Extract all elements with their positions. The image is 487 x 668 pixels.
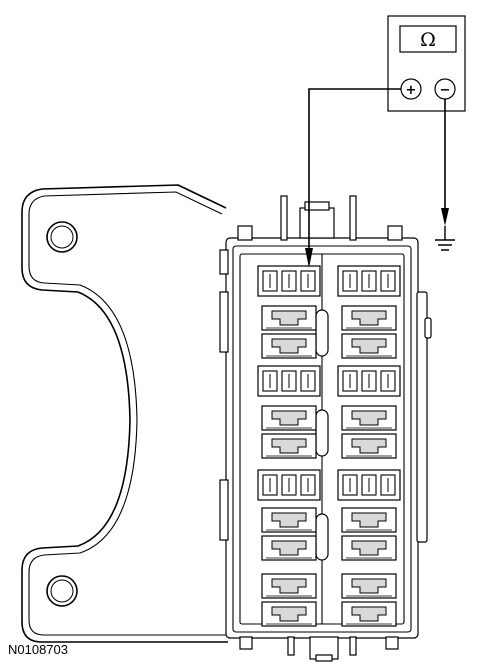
fuse-blade [351, 310, 387, 326]
ohmmeter: Ω + − [387, 15, 466, 112]
fuse-blade [351, 540, 387, 556]
bracket-inner-edge [28, 191, 226, 636]
fuse-blade [271, 410, 307, 426]
fuse-cells [257, 265, 401, 627]
fuse-blade [271, 512, 307, 528]
negative-terminal-label: − [440, 83, 451, 98]
fuse-blade [351, 606, 387, 622]
fuse-blade [351, 338, 387, 354]
fuse-blade [271, 438, 307, 454]
meter-display [399, 25, 457, 53]
fuse-blade [271, 606, 307, 622]
fuse-blade [351, 578, 387, 594]
positive-terminal-label: + [406, 83, 417, 98]
fuse-cell [341, 433, 397, 459]
figure-id: N0108703 [8, 642, 68, 657]
negative-probe-tip [441, 208, 449, 226]
fuse-blade [271, 540, 307, 556]
center-slots [315, 309, 329, 561]
fuse-blade [351, 512, 387, 528]
ground-symbol [435, 226, 455, 251]
junction-connector [219, 195, 432, 662]
bottom-terminal-pins [239, 636, 399, 662]
side-latch [416, 291, 428, 543]
fuse-blade [271, 578, 307, 594]
fuse-blade [271, 338, 307, 354]
top-terminal-pins [237, 195, 403, 241]
meter-display-symbol: Ω [420, 29, 436, 51]
bracket-outline [21, 184, 228, 643]
fuse-blade [351, 410, 387, 426]
mounting-bracket [21, 184, 228, 643]
fuse-blade [351, 438, 387, 454]
negative-test-lead [441, 99, 449, 226]
positive-probe-tip [305, 248, 313, 268]
positive-test-lead [305, 88, 401, 268]
fuse-blade [271, 310, 307, 326]
